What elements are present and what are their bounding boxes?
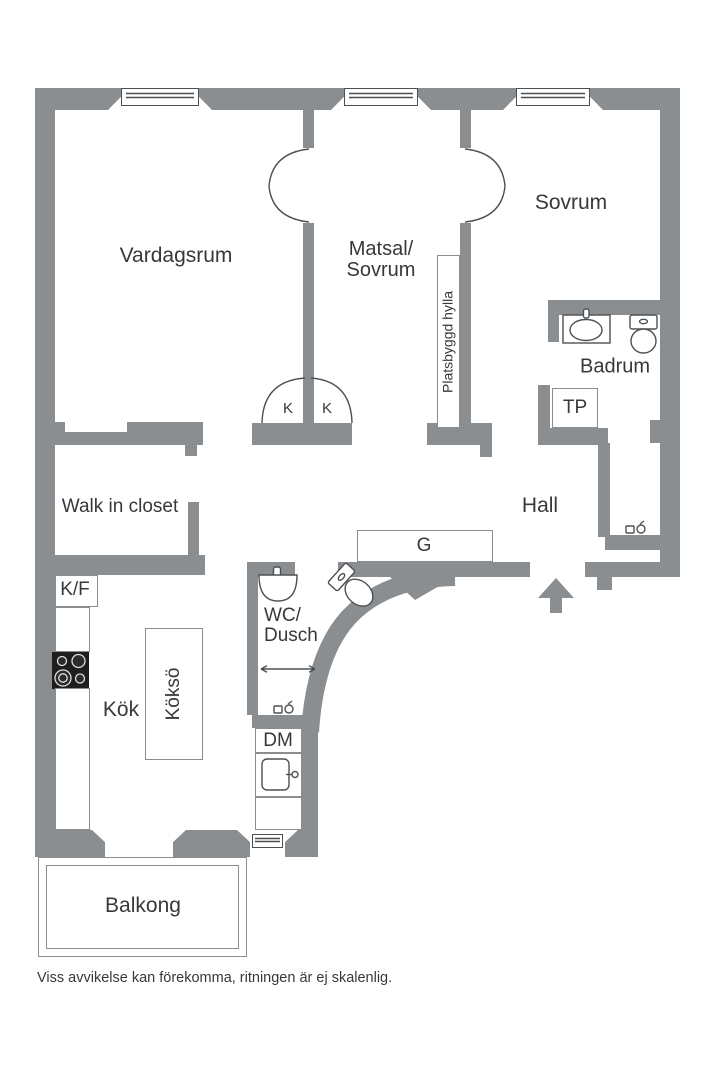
wall-top-1 xyxy=(35,88,121,110)
wc-toilet-icon xyxy=(327,562,374,607)
feature-label-dm: DM xyxy=(263,730,293,752)
room-label-badrum: Badrum xyxy=(579,355,651,378)
kitchen-sink-icon xyxy=(261,758,299,791)
wall-right xyxy=(660,88,680,577)
wall-matsal-sovrum xyxy=(460,223,471,428)
room-label-matsal-line2: Sovrum xyxy=(346,259,416,281)
room-label-wc-line1: WC/ xyxy=(264,605,301,626)
room-label-wc-line2: Dusch xyxy=(264,624,318,646)
wardrobe-g-box xyxy=(357,530,493,562)
shower-extent-arrow xyxy=(260,665,316,673)
stove-burners-icon xyxy=(54,653,86,687)
fridge-freezer-box xyxy=(55,575,98,607)
door-k-closets-arcs xyxy=(261,377,353,424)
wall-hall-bottom-right xyxy=(585,562,680,577)
wall-kitchen-bottom-2 xyxy=(173,830,250,857)
door-matsal-sovrum xyxy=(464,148,506,223)
entry-arrow-icon xyxy=(538,578,574,613)
kitchen-island-box xyxy=(145,628,203,760)
wall-vardagsrum-matsal-stub xyxy=(303,110,314,148)
wall-nook-left xyxy=(598,443,610,537)
curved-wall-fill xyxy=(390,577,455,600)
wall-k-closets xyxy=(252,423,352,445)
room-label-vardagsrum: Vardagsrum xyxy=(119,243,233,267)
wall-closet-top-notch xyxy=(65,422,127,432)
balcony-inner xyxy=(46,865,239,949)
wall-matsal-bottom xyxy=(427,423,492,445)
room-label-walk-in-closet: Walk in closet xyxy=(61,496,179,518)
wall-badrum-top xyxy=(548,300,680,315)
wall-closet-top-stub xyxy=(185,445,197,456)
wc-drain-icon xyxy=(273,700,294,714)
kitchen-counter-lower xyxy=(55,688,90,830)
laundry-tower-tp-box xyxy=(552,388,598,428)
room-label-sovrum: Sovrum xyxy=(534,190,608,214)
wall-top-2 xyxy=(199,88,344,110)
kitchen-cabinet-lower xyxy=(255,797,302,830)
wall-matsal-sovrum-stub xyxy=(460,110,471,148)
wall-wc-bottom xyxy=(252,715,302,728)
dishwasher-box xyxy=(255,728,302,753)
wall-nook-right-stub xyxy=(650,420,680,443)
wall-badrum-left-stub xyxy=(548,315,559,342)
window-glazing-lines xyxy=(126,92,585,843)
wall-kitchen-bottom-1 xyxy=(37,830,105,857)
wall-tp-bottom xyxy=(538,428,608,445)
feature-label-tp: TP xyxy=(562,397,588,419)
built-in-shelf-box xyxy=(437,255,460,428)
room-label-wc-dusch: WC/ Dusch xyxy=(264,606,318,646)
feature-label-kokso: Köksö xyxy=(163,667,185,721)
wall-vardagsrum-matsal xyxy=(303,223,314,423)
room-label-kok: Kök xyxy=(102,697,140,721)
room-label-hall: Hall xyxy=(521,493,559,517)
wc-sink-icon xyxy=(258,566,298,602)
curved-wall xyxy=(301,568,456,733)
hall-nook-drain-icon xyxy=(625,520,646,534)
wall-kitchen-right xyxy=(302,715,318,857)
room-label-matsal-sovrum: Matsal/ Sovrum xyxy=(347,239,416,281)
wall-tp-left xyxy=(538,385,550,430)
wall-left xyxy=(35,88,55,857)
wall-wc-top xyxy=(247,562,295,577)
door-vardagsrum-matsal xyxy=(268,148,310,223)
wall-closet-bottom xyxy=(37,555,205,575)
wall-nook-bottom xyxy=(605,535,680,550)
disclaimer-text: Viss avvikelse kan förekomma, ritningen … xyxy=(37,970,393,986)
door-label-k-left: K xyxy=(282,400,294,418)
badrum-sink-icon xyxy=(562,308,611,344)
feature-label-platsbyggd-hylla: Platsbyggd hylla xyxy=(439,291,456,393)
badrum-toilet-icon xyxy=(629,314,658,354)
wall-top-4 xyxy=(590,88,680,110)
room-label-balkong: Balkong xyxy=(105,893,181,917)
wall-wc-left xyxy=(247,562,258,715)
wall-top-3 xyxy=(418,88,516,110)
wall-closet-right xyxy=(188,502,199,562)
kitchen-counter-upper xyxy=(55,607,90,652)
door-label-k-right: K xyxy=(321,400,333,418)
wall-matsal-bottom-stub xyxy=(480,445,492,457)
feature-label-kf: K/F xyxy=(60,579,90,601)
wall-hall-bottom-step xyxy=(597,577,612,590)
room-label-matsal-line1: Matsal/ xyxy=(348,238,414,260)
feature-label-g: G xyxy=(416,535,432,557)
